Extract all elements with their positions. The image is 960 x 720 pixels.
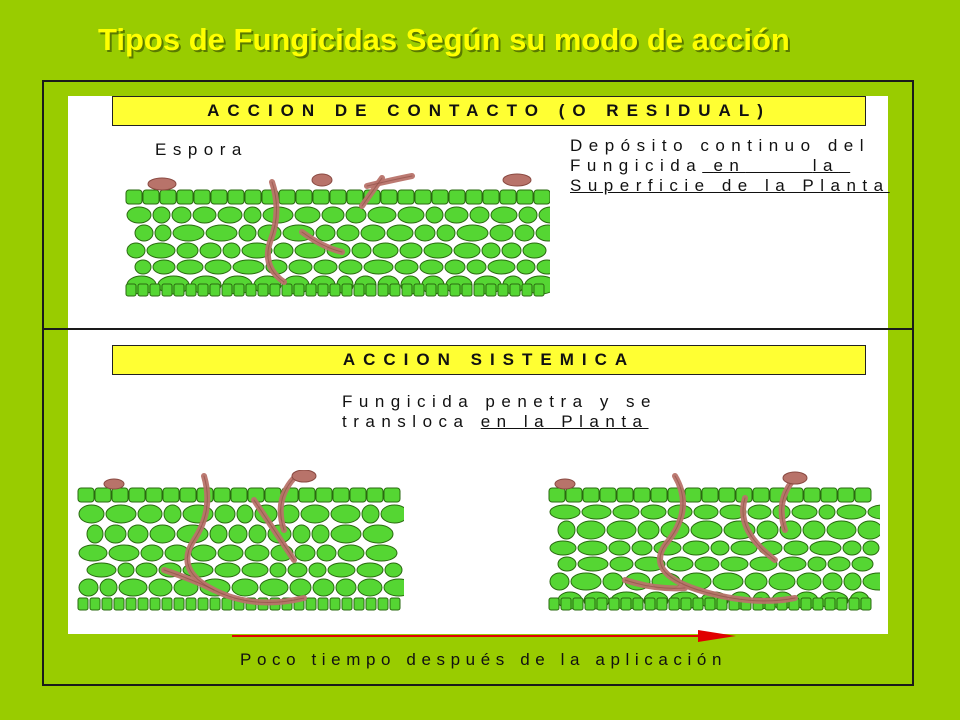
systemic-action-banner: ACCION SISTEMICA [112, 345, 866, 375]
time-caption: Poco tiempo después de la aplicación [240, 650, 728, 669]
time-arrow [232, 630, 736, 642]
contact-desc-line1: Depósito continuo del [570, 136, 871, 155]
spore-label: Espora [155, 140, 248, 159]
contact-desc-word-fungicida: Fungicida [570, 156, 703, 175]
frame-edge-top [68, 82, 888, 96]
frame-edge-bottom [44, 634, 912, 684]
slide-title: Tipos de Fungicidas Según su modo de acc… [98, 22, 790, 57]
frame-edge-right [888, 82, 912, 634]
contact-desc-line3: Superficie de la Planta [570, 176, 890, 195]
leaf-tissue-contact [125, 173, 550, 297]
frame-edge-left [44, 82, 68, 634]
contact-description: Depósito continuo del Fungicida en la Su… [570, 136, 890, 196]
contact-action-banner: ACCION DE CONTACTO (O RESIDUAL) [112, 96, 866, 126]
section-divider [42, 328, 914, 330]
contact-desc-word-en: en [713, 156, 746, 175]
contact-desc-line2: Fungicida en la [570, 156, 890, 176]
systemic-desc-line1: Fungicida penetra y se [342, 392, 657, 411]
leaf-tissue-systemic-right [548, 471, 880, 611]
contact-desc-word-la: la [812, 156, 839, 175]
systemic-description: Fungicida penetra y se transloca en la P… [342, 392, 660, 432]
leaf-tissue-systemic-left [77, 470, 404, 611]
systemic-desc-line2: transloca en la Planta [342, 412, 649, 431]
